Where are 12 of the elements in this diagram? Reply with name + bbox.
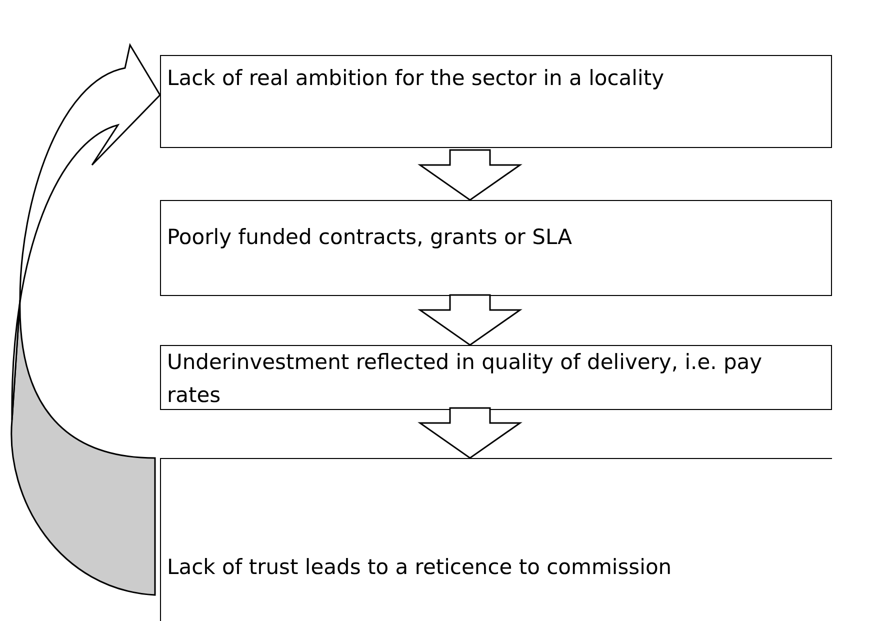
box-text: Lack of real ambition for the sector in a locality xyxy=(167,65,666,92)
block-arrow xyxy=(418,407,522,459)
process-box xyxy=(160,458,832,621)
process-box xyxy=(160,55,832,148)
box-text: Lack of trust leads to a reticence to commission xyxy=(167,554,673,581)
box-text: Underinvestment reflected in quality of delivery, i.e. pay rates xyxy=(167,349,764,409)
process-box xyxy=(160,345,832,410)
box-text: Poorly funded contracts, grants or SLA xyxy=(167,224,573,251)
block-arrow xyxy=(418,294,522,346)
curved-arrow xyxy=(10,44,161,596)
process-box xyxy=(160,200,832,296)
block-arrow xyxy=(418,149,522,201)
